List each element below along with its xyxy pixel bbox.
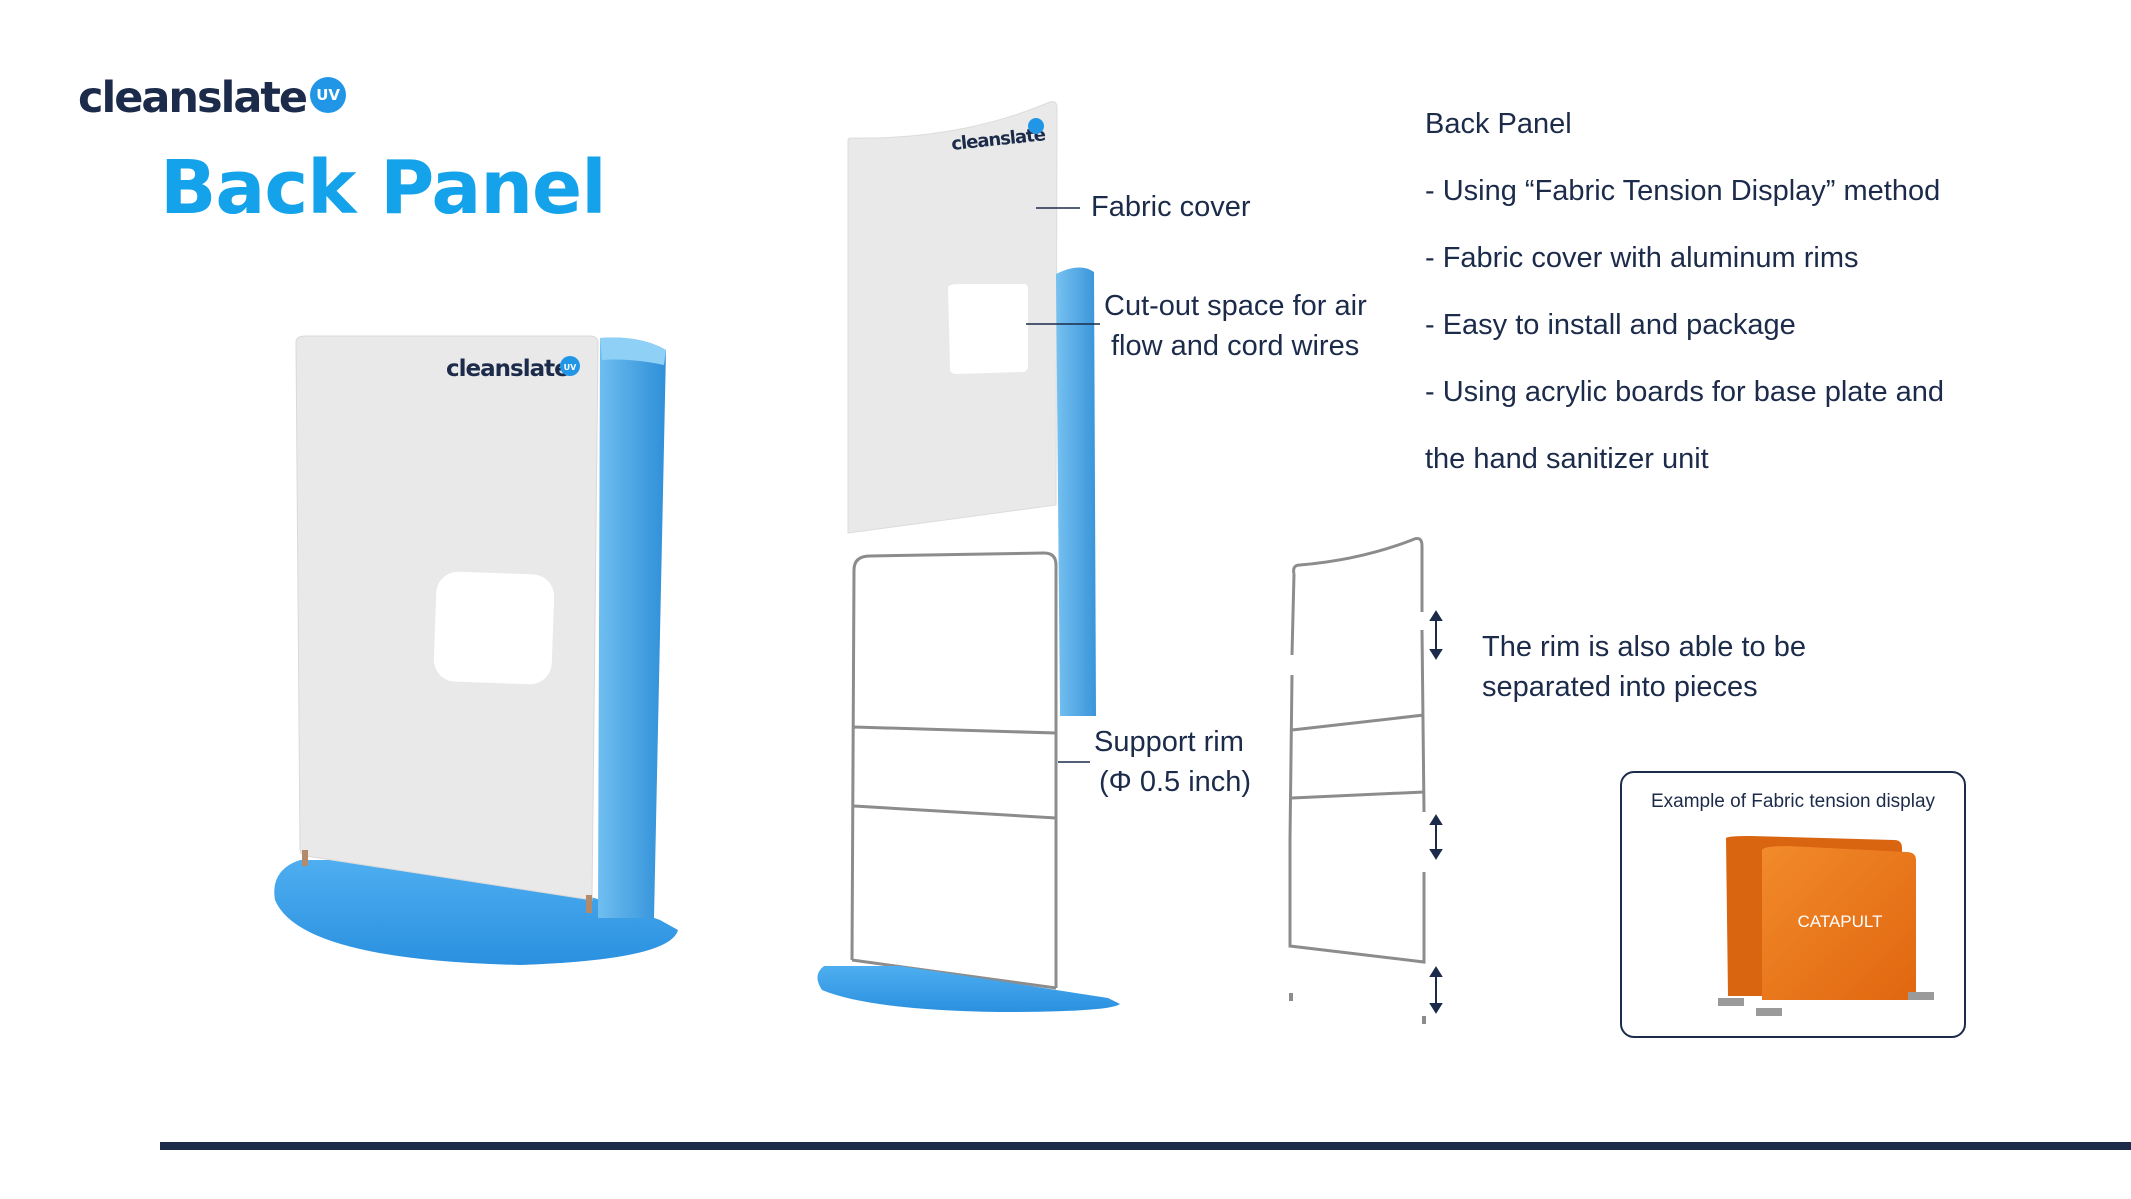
callout-rim-separate-line2: separated into pieces: [1482, 671, 1758, 703]
separated-support-rim: [1288, 537, 1443, 1024]
assembled-back-panel: cleanslate UV: [274, 335, 678, 965]
example-title: Example of Fabric tension display: [1650, 791, 1936, 812]
cleanslate-logo: cleanslate UV: [78, 70, 347, 126]
note-item: - Easy to install and package: [1425, 309, 1796, 341]
note-item: - Using “Fabric Tension Display” method: [1425, 175, 1941, 207]
callout-rim-separate-line1: The rim is also able to be: [1482, 631, 1806, 663]
example-box: Example of Fabric tension display: [1620, 771, 1966, 1038]
note-item: - Fabric cover with aluminum rims: [1425, 242, 1859, 274]
callout-cutout-line2: flow and cord wires: [1111, 330, 1360, 362]
example-display-photo: CATAPULT: [1718, 836, 1934, 1016]
bottom-divider: [160, 1142, 2131, 1150]
page-title: Back Panel: [160, 145, 607, 231]
callout-support-rim-line2: (Φ 0.5 inch): [1099, 766, 1252, 798]
notes-block: Back Panel - Using “Fabric Tension Displ…: [1425, 104, 2065, 506]
example-brand-text: CATAPULT: [1797, 912, 1882, 931]
callout-leaders: [1026, 207, 1100, 763]
note-item: the hand sanitizer unit: [1425, 443, 1709, 475]
callout-support-rim-line1: Support rim: [1094, 726, 1244, 758]
callout-fabric-cover: Fabric cover: [1091, 191, 1251, 223]
svg-text:UV: UV: [564, 363, 577, 372]
notes-heading: Back Panel: [1425, 108, 1572, 140]
callout-cutout-line1: Cut-out space for air: [1104, 290, 1367, 322]
exploded-back-panel: cleanslate: [817, 101, 1120, 1012]
svg-text:cleanslate: cleanslate: [446, 356, 569, 382]
logo-uv-badge: UV: [310, 77, 347, 113]
note-item: - Using acrylic boards for base plate an…: [1425, 376, 1945, 408]
logo-wordmark: cleanslate: [78, 73, 308, 123]
